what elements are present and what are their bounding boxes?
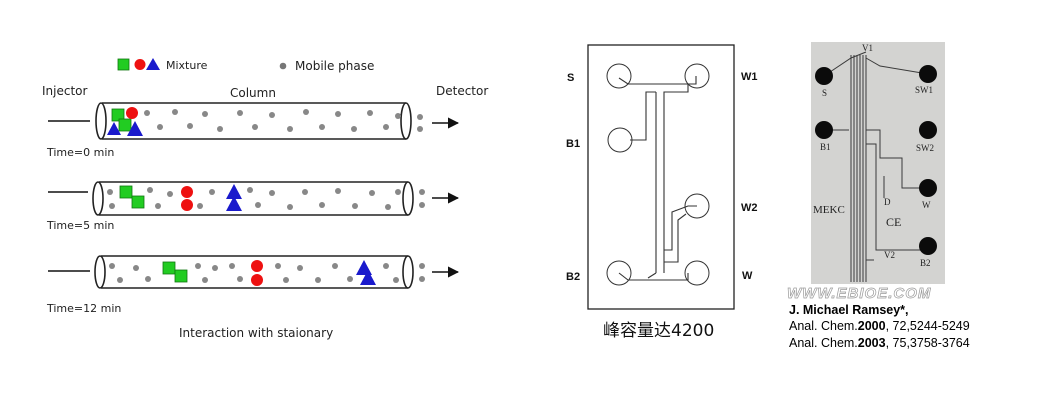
chip-label-b2: B2 [566,271,580,283]
column-outlet [402,181,414,216]
separating-bands [119,184,242,211]
mixture-plug [107,107,143,136]
mobile-phase-particles [144,109,423,132]
legend-mobile-phase-label: Mobile phase [295,59,374,73]
reservoir-b1 [815,121,833,139]
column-tube [101,255,408,289]
reservoir-sw2 [919,121,937,139]
photo-reservoirs [815,65,937,255]
photo-label-b2: B2 [920,258,931,268]
chip-label-s: S [567,72,574,84]
time-label-0: Time=0 min [46,146,114,159]
mobile-phase-particles [109,263,425,283]
reservoir-sw1 [919,65,937,83]
column-tube [102,102,406,140]
ref-journal: Anal. Chem. [789,336,858,350]
legend: Mixture Mobile phase [117,58,374,73]
reservoir-s [815,67,833,85]
photo-label-ce: CE [886,215,901,229]
time-label-12: Time=12 min [46,302,121,315]
reservoir-w [919,179,937,197]
column-row-t12: Time=12 min [46,255,460,315]
injector-label: Injector [42,84,88,98]
photo-label-mekc: MEKC [813,204,845,216]
separated-bands [162,260,376,286]
photo-label-w: W [922,200,931,210]
ref-year: 2003 [857,336,886,350]
legend-mobile-phase-icon [279,62,287,70]
legend-circle-icon [134,59,146,70]
photo-label-s: S [822,88,827,98]
chip-label-b1: B1 [566,138,580,150]
chip-label-w2: W2 [741,202,758,214]
legend-triangle-icon [146,58,160,70]
photo-label-v1: V1 [862,43,873,53]
panel1-caption: Interaction with staionary [179,326,333,340]
photo-label-b1: B1 [820,142,831,152]
chip-caption: 峰容量达4200 [603,321,714,341]
citation-ref-1: Anal. Chem.2000, 72,5244-5249 [789,319,970,333]
column-outlet [402,255,414,289]
citation-author: J. Michael Ramsey*, [789,303,909,317]
watermark: WWW.EBIOE.COM [787,285,931,302]
column-label: Column [230,86,276,100]
column-row-t5: Time=5 min [46,181,460,232]
column-tube [99,181,408,216]
legend-mixture-label: Mixture [166,59,208,72]
ref-pages: , 72,5244-5249 [885,319,970,333]
ref-journal: Anal. Chem. [789,319,858,333]
chip-label-w1: W1 [741,71,758,83]
photo-label-sw1: SW1 [915,85,933,95]
detector-label: Detector [436,84,488,98]
microchip-photo: V1 S SW1 B1 SW2 MEKC D W CE V2 B2 WWW.EB… [787,42,945,302]
chip-label-w: W [742,270,753,282]
citation-ref-2: Anal. Chem.2003, 75,3758-3764 [789,336,970,350]
chip-channels [618,76,697,281]
time-label-5: Time=5 min [46,219,114,232]
photo-label-v2: V2 [884,250,895,260]
column-inlet [92,181,104,216]
column-inlet [95,102,107,140]
ref-year: 2000 [857,319,886,333]
chromatography-diagram: Mixture Mobile phase Injector Column Det… [42,58,488,340]
column-inlet [94,255,106,289]
column-outlet [400,102,412,140]
microchip-diagram: S B1 B2 W1 W2 W 峰容量达4200 [566,44,758,341]
reservoir-b2 [919,237,937,255]
photo-label-d: D [884,197,891,207]
ref-pages: , 75,3758-3764 [885,336,970,350]
legend-square-icon [117,58,130,71]
mobile-phase-particles [107,187,425,210]
column-row-t0: Time=0 min [46,102,460,159]
photo-label-sw2: SW2 [916,143,934,153]
chip-outline [587,44,735,310]
